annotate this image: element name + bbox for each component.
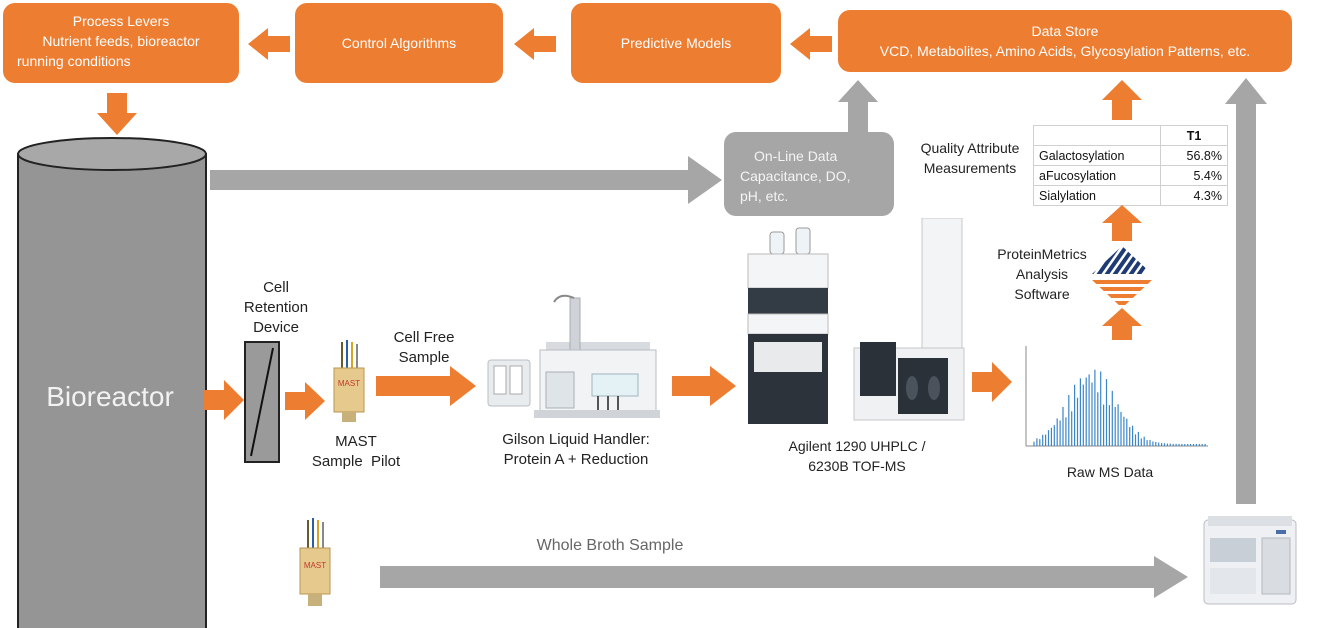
data-store-title: Data Store — [1031, 23, 1099, 39]
process-levers-line2: running conditions — [17, 53, 131, 69]
arrow-store-to-models — [790, 28, 832, 60]
gilson-liquid-handler-icon — [487, 294, 660, 418]
table-row: Sialylation 4.3% — [1033, 185, 1228, 206]
table-cell: aFucosylation — [1033, 165, 1161, 186]
arrow-quality-to-store — [1102, 80, 1142, 120]
data-store-subtitle: VCD, Metabolites, Amino Acids, Glycosyla… — [879, 43, 1251, 59]
control-algorithms-box: Control Algorithms — [295, 3, 503, 83]
arrow-control-to-levers — [248, 28, 290, 60]
arrow-bioreactor-to-retention — [204, 380, 244, 420]
control-algorithms-label: Control Algorithms — [341, 35, 457, 51]
predictive-models-label: Predictive Models — [620, 35, 732, 51]
arrow-bioreactor-to-online — [210, 156, 722, 204]
proteinmetrics-logo-icon — [1092, 246, 1152, 305]
arrow-models-to-control — [514, 28, 556, 60]
proteinmetrics-label: ProteinMetrics Analysis Software — [982, 244, 1102, 304]
online-data-box: On-Line Data Capacitance, DO, pH, etc. — [724, 132, 894, 216]
raw-ms-spectrum-icon — [1012, 340, 1212, 456]
arrow-software-to-table — [1102, 205, 1142, 241]
whole-broth-label: Whole Broth Sample — [536, 537, 684, 554]
predictive-models-box: Predictive Models — [571, 3, 781, 83]
whole-broth-analyzer-icon — [1203, 516, 1297, 605]
arrow-mast-to-gilson — [376, 366, 476, 406]
proteinmetrics-line3: Software — [1014, 286, 1070, 302]
table-cell: 4.3% — [1160, 185, 1228, 206]
arrow-retention-to-mast — [285, 382, 325, 420]
raw-ms-label: Raw MS Data — [1066, 464, 1154, 480]
data-store-box: Data Store VCD, Metabolites, Amino Acids… — [838, 10, 1292, 72]
online-data-line1: On-Line Data — [754, 148, 838, 164]
arrow-ms-to-software — [1102, 308, 1142, 344]
arrow-levers-to-bioreactor — [97, 93, 137, 135]
table-row: aFucosylation 5.4% — [1033, 165, 1228, 186]
gilson-label: Gilson Liquid Handler: Protein A + Reduc… — [478, 430, 674, 470]
cell-free-line2: Sample — [398, 349, 450, 366]
cell-retention-label: Cell Retention Device — [236, 278, 316, 338]
mast-line1: MAST — [335, 433, 377, 450]
arrow-analyzer-to-store — [1225, 78, 1267, 504]
cell-retention-line1: Cell — [263, 279, 289, 296]
arrow-online-to-store — [838, 80, 878, 132]
gilson-line2: Protein A + Reduction — [503, 451, 649, 468]
gilson-line1: Gilson Liquid Handler: — [502, 431, 650, 448]
bioreactor-cylinder — [17, 137, 207, 628]
quality-label: Quality Attribute Measurements — [906, 138, 1034, 178]
table-cell — [1033, 125, 1161, 146]
cell-free-label: Cell Free Sample — [378, 328, 470, 368]
table-cell: 5.4% — [1160, 165, 1228, 186]
table-cell: 56.8% — [1160, 145, 1228, 166]
cell-retention-line2: Retention — [243, 299, 309, 316]
svg-text:MAST: MAST — [338, 379, 360, 388]
cell-retention-device — [244, 341, 280, 463]
quality-line2: Measurements — [923, 160, 1017, 176]
agilent-line1: Agilent 1290 UHPLC / — [788, 438, 926, 454]
arrow-whole-broth — [380, 556, 1188, 598]
mast-line2: Sample Pilot — [311, 453, 401, 470]
online-data-line2: Capacitance, DO, — [740, 168, 851, 184]
process-levers-line1: Nutrient feeds, bioreactor — [42, 33, 200, 49]
table-header-row: T1 — [1033, 125, 1228, 146]
cell-free-line1: Cell Free — [393, 329, 455, 346]
agilent-line2: 6230B TOF-MS — [808, 458, 906, 474]
table-cell: Galactosylation — [1033, 145, 1161, 166]
agilent-label: Agilent 1290 UHPLC / 6230B TOF-MS — [768, 436, 946, 476]
table-cell: Sialylation — [1033, 185, 1161, 206]
online-data-line3: pH, etc. — [740, 188, 789, 204]
proteinmetrics-line2: Analysis — [1015, 266, 1069, 282]
agilent-uhplc-tofms-icon — [747, 218, 965, 424]
process-levers-title: Process Levers — [72, 13, 170, 29]
process-levers-box: Process Levers Nutrient feeds, bioreacto… — [3, 3, 239, 83]
table-header-t1: T1 — [1160, 125, 1228, 146]
quality-line1: Quality Attribute — [920, 140, 1020, 156]
mast-device-icon: MAST — [333, 340, 365, 422]
arrow-agilent-to-ms — [972, 362, 1012, 402]
table-row: Galactosylation 56.8% — [1033, 145, 1228, 166]
bioreactor-label: Bioreactor — [46, 381, 174, 412]
cell-retention-line3: Device — [253, 319, 299, 336]
quality-table: T1 Galactosylation 56.8% aFucosylation 5… — [1033, 125, 1228, 206]
arrow-gilson-to-agilent — [672, 366, 736, 406]
mast-device-text: MAST — [304, 561, 326, 570]
mast-label: MAST Sample Pilot — [296, 432, 416, 472]
mast-device-bottom-icon: MAST — [299, 518, 331, 606]
proteinmetrics-line1: ProteinMetrics — [997, 246, 1087, 262]
